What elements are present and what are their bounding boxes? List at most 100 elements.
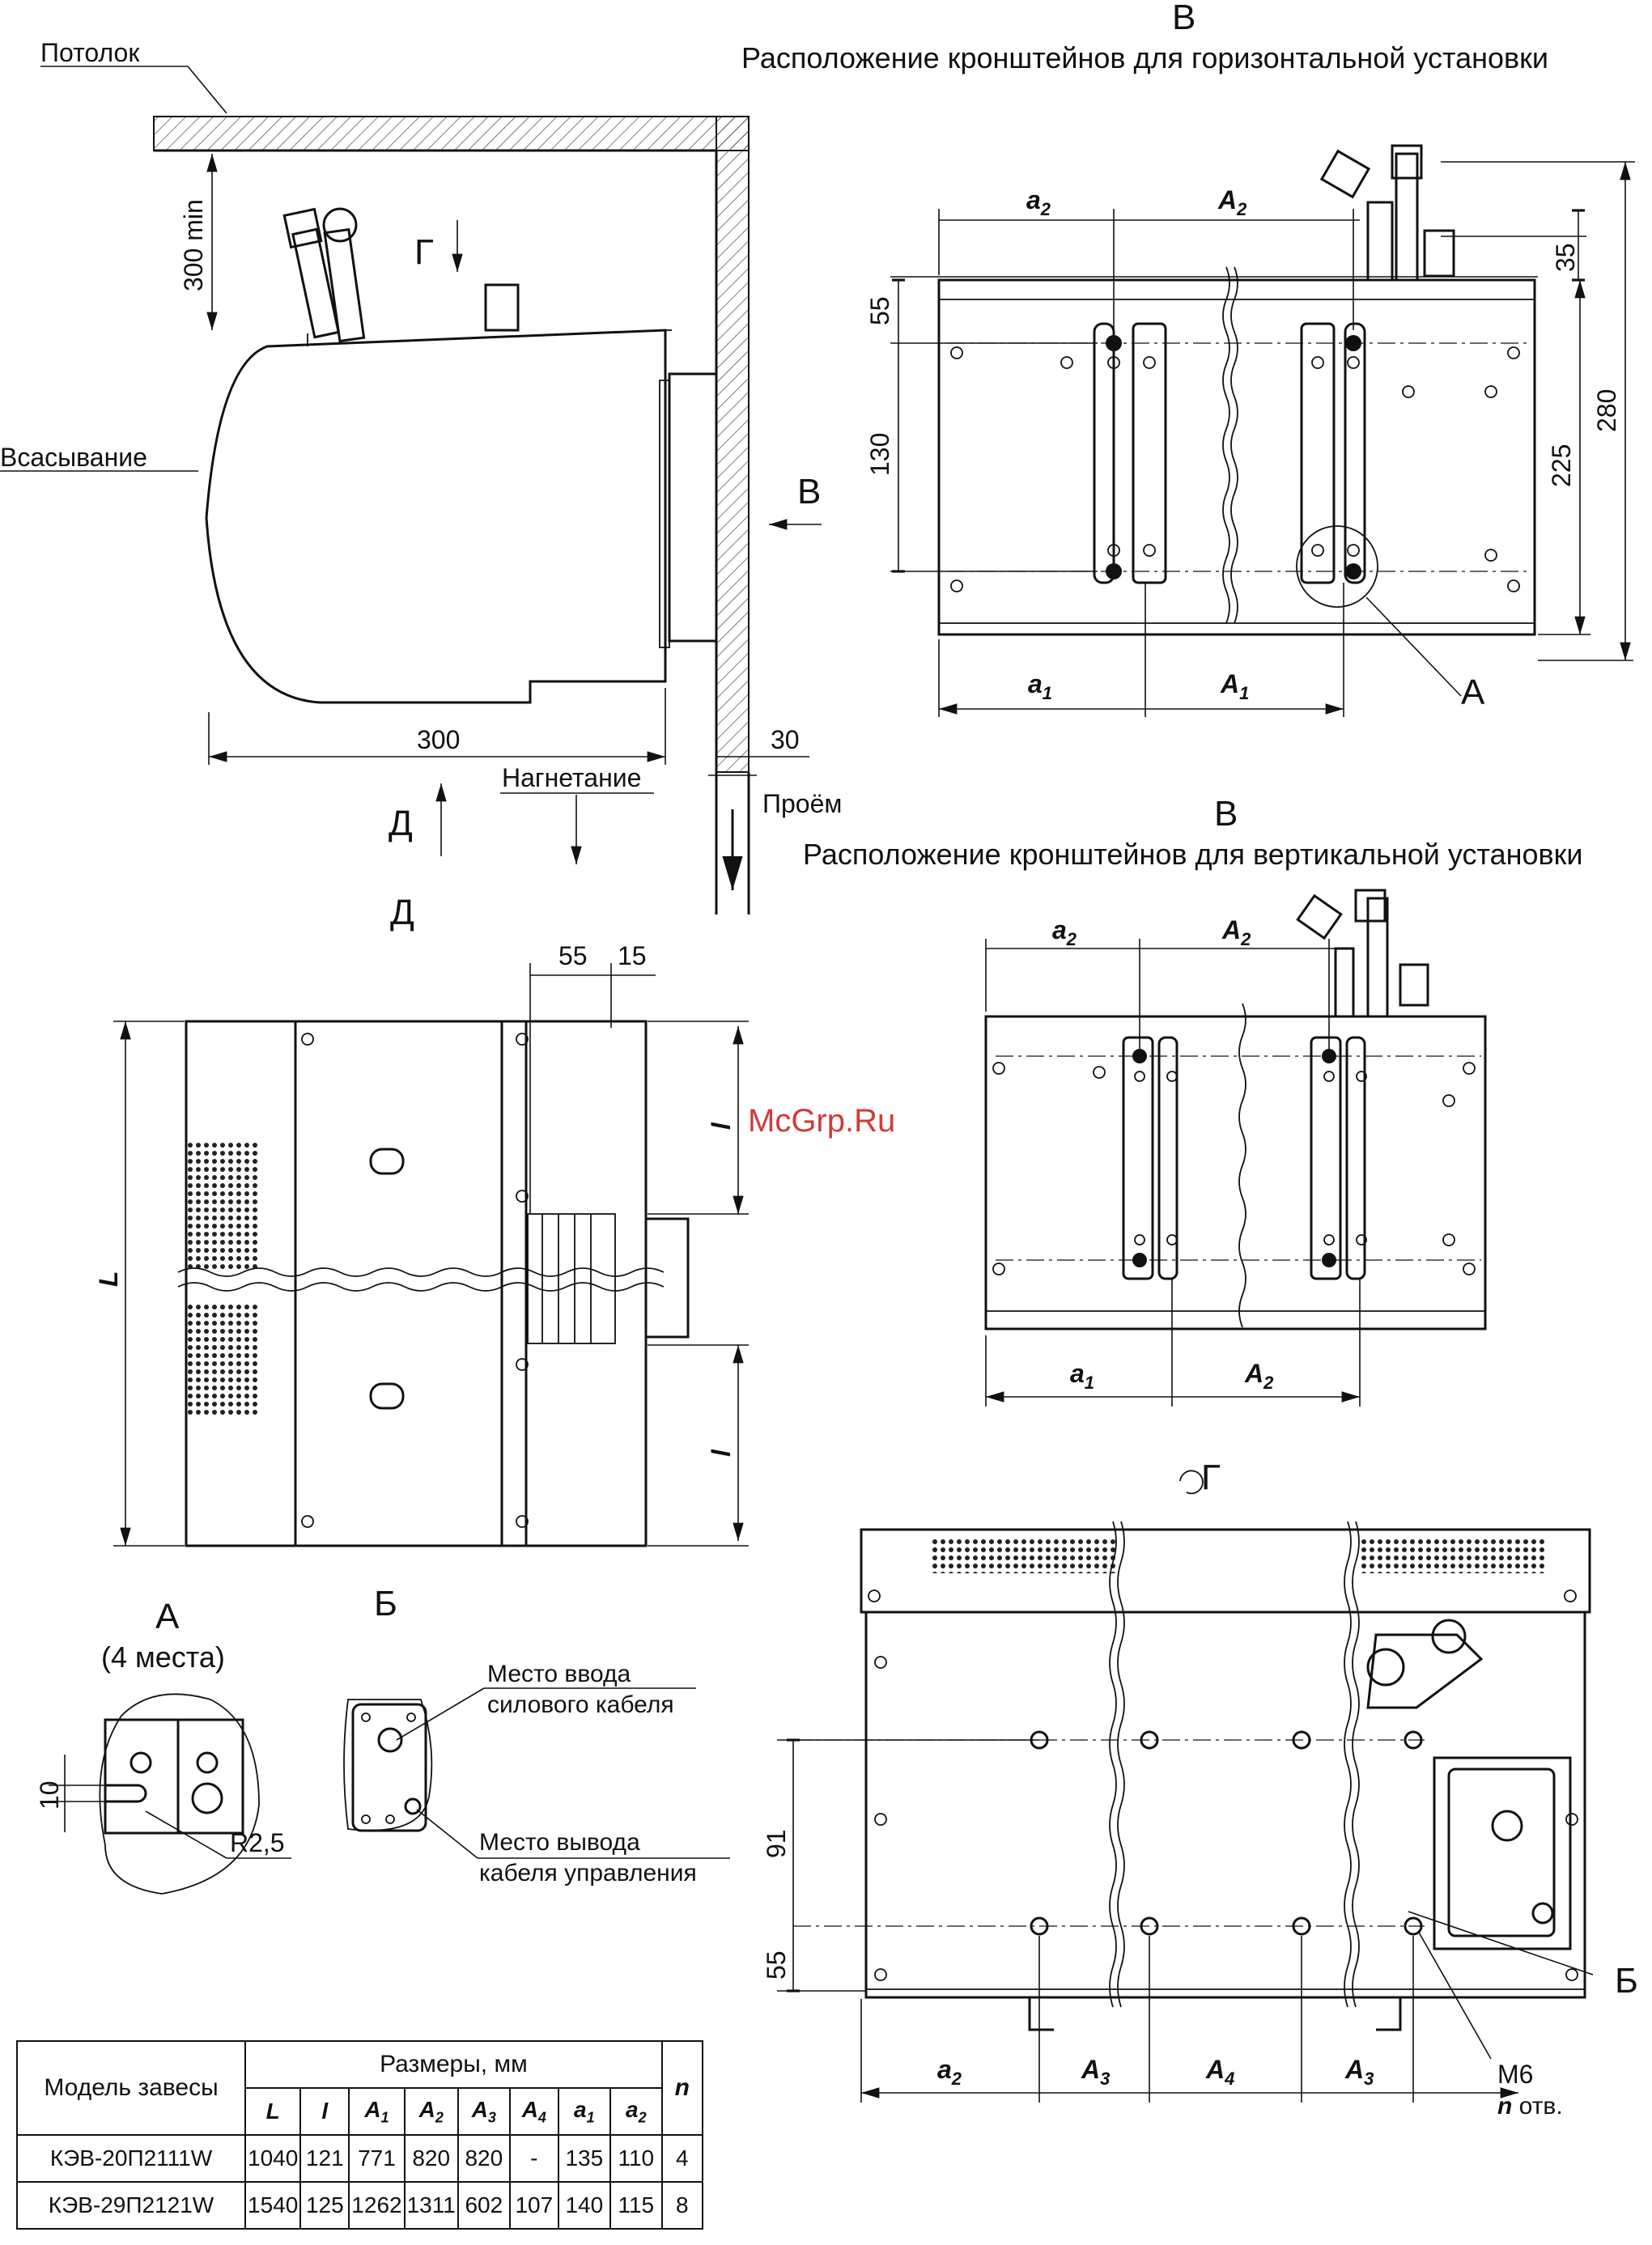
cell: 110 [609,2134,663,2183]
watermark: McGrp.Ru [748,1103,896,1139]
arrow-label-b: В [797,472,821,511]
dim-225: 225 [1547,444,1576,487]
cell: 121 [299,2134,350,2183]
table-column-headers: L l A1 A2 A3 A4 a1 a2 [17,2087,703,2136]
arrow-label-g: Г [414,232,434,272]
view-g-title: Г [1201,1458,1221,1497]
dim-A3-g-left: A3 [1081,2055,1110,2089]
wall-bracket [668,372,718,643]
col-A4: A4 [508,2087,559,2136]
col-A3: A3 [457,2087,511,2136]
col-l: l [299,2087,350,2136]
dim-15-d: 15 [618,941,647,970]
discharge-label: Нагнетание [502,763,641,792]
dim-a2-vert: a2 [1052,915,1077,949]
view-b-horizontal-letter: В [1172,0,1195,37]
detail-b: Б Место ввода силового кабеля Место выво… [343,1584,730,1886]
cell: 140 [557,2181,611,2230]
dim-a1-top: a1 [1028,669,1052,703]
dim-A2-vert: A2 [1221,915,1251,949]
m6-label: М6 [1497,2060,1533,2089]
dim-A1-top: A1 [1220,669,1249,703]
side-view: Потолок 300 min Г В [0,38,842,915]
dim-35: 35 [1551,243,1580,272]
dim-280: 280 [1592,389,1621,432]
detail-b-title: Б [374,1584,397,1623]
col-A2: A2 [403,2087,459,2136]
cable-gland [484,283,520,332]
ceiling-label: Потолок [40,38,140,67]
control-cable-line2: кабеля управления [479,1860,697,1886]
dim-130-h: 130 [865,433,894,476]
view-d-title: Д [390,893,414,932]
row-model: КЭВ-20П2111W [16,2134,246,2183]
cell: 135 [557,2134,611,2183]
ceiling [153,116,750,151]
view-b-vertical-title: Расположение кронштейнов для вертикально… [803,838,1583,871]
col-A1: A1 [348,2087,406,2136]
dim-A4-g: A4 [1205,2055,1234,2089]
opening-label: Проём [762,789,842,818]
cell: 771 [348,2134,406,2183]
dim-L: L [94,1271,123,1287]
cell: 602 [457,2181,511,2230]
table-header-model: Модель завесы [16,2040,246,2136]
dim-A2-top: A2 [1217,185,1247,219]
detail-a: А (4 места) 10 R2,5 [35,1597,291,1895]
cell: 107 [508,2181,559,2230]
dim-l-bottom: l [707,1449,736,1457]
dim-a2-top: a2 [1026,185,1051,219]
dim-wall: 30 [771,725,800,754]
cell: - [508,2134,559,2183]
row-model: КЭВ-29П2121W [16,2181,246,2230]
cell: 820 [403,2134,459,2183]
dim-ceiling-gap: 300 min [179,199,208,291]
table-header-sizes: Размеры, мм [244,2040,663,2089]
dim-a2-g: a2 [937,2055,962,2089]
power-cable-line2: силового кабеля [487,1691,674,1718]
view-g: Г 91 55 [762,1458,1638,2120]
table-header-n: n [660,2040,703,2136]
cell: 1040 [244,2134,302,2183]
cell: 115 [609,2181,663,2230]
cell: 1311 [403,2181,459,2230]
dim-l-top: l [707,1122,736,1130]
control-cable-line1: Место вывода [479,1829,640,1856]
arrow-label-d: Д [389,804,413,843]
dim-55-g: 55 [762,1950,791,1980]
cell: 1262 [348,2181,406,2230]
perforation [186,1141,259,1271]
col-L: L [244,2087,302,2136]
power-cable-line1: Место ввода [487,1661,631,1687]
view-b-vertical-letter: В [1214,794,1238,834]
cell-n: 4 [660,2134,703,2183]
cell-n: 8 [660,2181,703,2230]
callout-a: А [1461,673,1485,712]
dim-A2-vert-bottom: A2 [1244,1359,1274,1393]
view-d: Д L l l 55 15 [94,893,749,1547]
detail-a-sub: (4 места) [101,1640,225,1674]
pipe-connectors [282,207,366,343]
view-b-horizontal-title: Расположение кронштейнов для горизонталь… [741,41,1548,74]
dim-55-h: 55 [865,296,894,325]
spec-table: Модель завесы Размеры, мм n L l A1 A2 A3… [16,2040,703,2230]
detail-a-title: А [155,1597,180,1636]
dim-r25: R2,5 [230,1828,285,1857]
cell: 1540 [244,2181,302,2230]
table-row: КЭВ-29П2121W 1540 125 1262 1311 602 107 … [16,2181,703,2230]
table-row: КЭВ-20П2111W 1040 121 771 820 820 - 135 … [16,2134,703,2183]
callout-b: Б [1615,1961,1638,2001]
col-a1: a1 [557,2087,611,2136]
unit-body [205,329,667,704]
dim-10: 10 [35,1780,64,1810]
dim-depth: 300 [417,725,460,754]
dim-a1-vert: a1 [1070,1359,1094,1393]
intake-label: Всасывание [0,443,147,472]
view-b-vertical: В Расположение кронштейнов для вертикаль… [803,794,1583,1407]
n-holes-label: n отв. [1497,2093,1563,2120]
cell: 820 [457,2134,511,2183]
col-a2: a2 [609,2087,663,2136]
cell: 125 [299,2181,350,2230]
dim-55-d: 55 [558,941,588,970]
